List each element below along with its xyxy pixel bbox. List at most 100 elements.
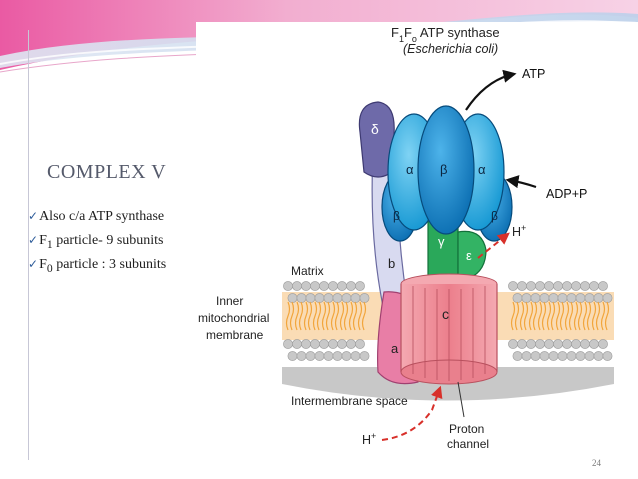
lipid-tail: [348, 301, 354, 331]
subunit-beta-left-label: β: [393, 209, 400, 223]
lipid-head: [593, 351, 604, 361]
lipid-tail: [357, 301, 363, 331]
lipid-head: [530, 293, 541, 303]
lipid-tail: [285, 301, 291, 331]
lipid-head: [562, 339, 572, 349]
proton-channel-label-2: channel: [447, 437, 489, 451]
subunit-alpha-right-label: α: [478, 162, 486, 177]
lipid-head: [571, 281, 581, 291]
lipid-head: [332, 351, 343, 361]
lipid-tail: [604, 301, 610, 331]
lipid-tail: [312, 301, 318, 331]
lipid-heads-bottom: [283, 339, 613, 361]
lipid-tail: [325, 301, 331, 331]
lipid-head: [359, 351, 370, 361]
bullet-text: particle- 9 subunits: [52, 233, 164, 248]
lipid-tail: [532, 301, 538, 331]
lipid-head: [580, 339, 590, 349]
checkmark-icon: ✓: [28, 257, 39, 271]
lipid-head: [287, 293, 298, 303]
subunit-alpha-left-label: α: [406, 162, 414, 177]
lipid-head: [539, 293, 550, 303]
subunit-delta-label: δ: [371, 121, 379, 137]
lipid-head: [571, 339, 581, 349]
subunit-b-label: b: [388, 256, 395, 271]
intermembrane-space-label: Intermembrane space: [291, 394, 408, 408]
subunit-delta: [358, 101, 395, 178]
lipid-head: [548, 351, 559, 361]
subunit-beta-center-label: β: [440, 162, 447, 177]
bullet-item: ✓F1 particle- 9 subunits: [28, 231, 166, 255]
lipid-tail: [528, 301, 534, 331]
adp-arrow: [505, 175, 537, 189]
lipid-tail: [568, 301, 574, 331]
lipid-head: [283, 281, 293, 291]
bullet-item: ✓F0 particle : 3 subunits: [28, 255, 166, 279]
lipid-head: [553, 339, 563, 349]
left-margin-rule: [28, 30, 29, 460]
lipid-tail: [330, 301, 336, 331]
lipid-head: [589, 339, 599, 349]
atp-label: ATP: [522, 67, 545, 81]
lipid-head: [512, 351, 523, 361]
lipid-head: [512, 293, 523, 303]
subunit-c-label: c: [442, 306, 449, 322]
lipid-tail: [343, 301, 349, 331]
lipid-head: [575, 293, 586, 303]
lipid-tail: [573, 301, 579, 331]
lipid-tail: [316, 301, 322, 331]
proton-bottom-label: H+: [362, 431, 376, 447]
lipid-head: [346, 339, 356, 349]
subunit-c-ring: [400, 273, 498, 385]
lipid-head: [337, 339, 347, 349]
lipid-head: [566, 293, 577, 303]
lipid-head: [323, 351, 334, 361]
lipid-head: [508, 281, 518, 291]
lipid-head: [350, 293, 361, 303]
lipid-tail: [514, 301, 520, 331]
figure-organism: (Escherichia coli): [403, 42, 498, 56]
proton-top-label: H+: [512, 223, 526, 239]
bullet-text-prefix: F: [39, 257, 47, 272]
lipid-head: [292, 281, 302, 291]
adp-label: ADP+P: [546, 187, 587, 201]
lipid-head: [589, 281, 599, 291]
lipid-tail: [541, 301, 547, 331]
lipid-tail: [586, 301, 592, 331]
lipid-head: [359, 293, 370, 303]
proton-entry-arrow: [381, 385, 443, 441]
subunit-gamma-label: γ: [438, 234, 445, 249]
lipid-head: [296, 351, 307, 361]
lipid-tail: [555, 301, 561, 331]
subunit-beta-center: [417, 105, 475, 235]
atp-synthase-diagram: F1Fo ATP synthase (Escherichia coli) b δ…: [198, 25, 614, 451]
lipid-tail: [361, 301, 367, 331]
subunit-beta-right-label: β: [491, 209, 498, 223]
lipid-tail: [307, 301, 313, 331]
lipid-tail: [564, 301, 570, 331]
slide-title: COMPLEX V: [47, 161, 167, 183]
lipid-tail: [339, 301, 345, 331]
lipid-head: [305, 293, 316, 303]
lipid-head: [332, 293, 343, 303]
lipid-tail: [289, 301, 295, 331]
lipid-head: [530, 351, 541, 361]
inner-membrane-label-1: Inner: [216, 294, 243, 308]
inner-membrane-label-3: membrane: [206, 328, 264, 342]
lipid-tails: [285, 301, 610, 331]
lipid-head: [593, 293, 604, 303]
lipid-tail: [559, 301, 565, 331]
lipid-head: [539, 351, 550, 361]
lipid-tail: [519, 301, 525, 331]
lipid-tail: [537, 301, 543, 331]
lipid-tail: [510, 301, 516, 331]
lipid-head: [544, 281, 554, 291]
lipid-heads-top: [283, 281, 613, 303]
lipid-head: [584, 293, 595, 303]
subunit-epsilon-label: ε: [466, 248, 472, 263]
lipid-head: [310, 281, 320, 291]
lipid-tail: [591, 301, 597, 331]
lipid-tail: [321, 301, 327, 331]
lipid-head: [575, 351, 586, 361]
